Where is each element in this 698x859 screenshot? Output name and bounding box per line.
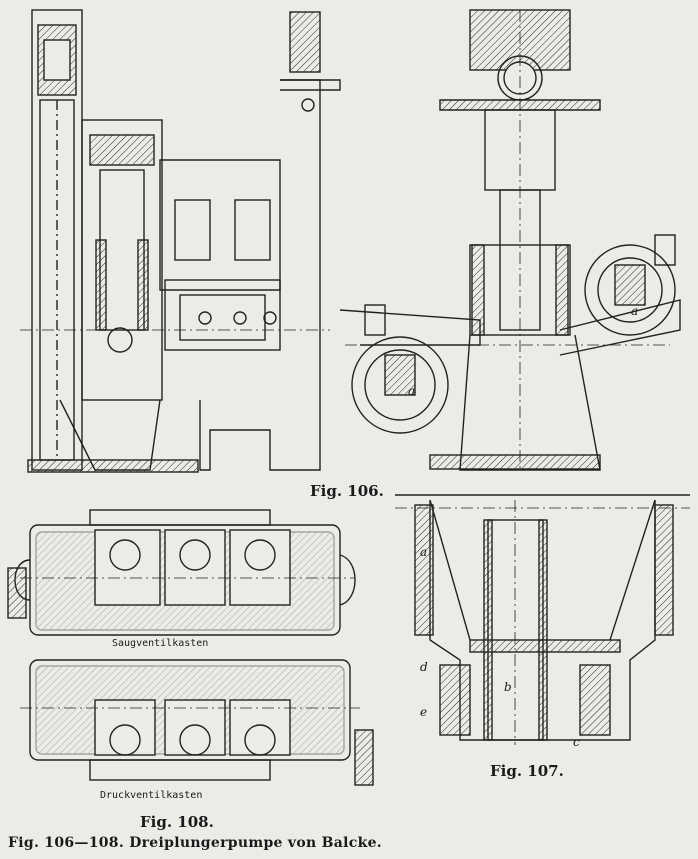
fig107-label: Fig. 107.	[490, 762, 564, 780]
fig106-label: Fig. 106.	[310, 482, 384, 500]
letter-a-right: a	[631, 304, 639, 318]
fig106-side-section	[20, 9, 341, 473]
fig108-saug-valve-box	[7, 509, 356, 636]
letter-c-fig107: c	[573, 735, 580, 749]
caption: Fig. 106—108. Dreiplungerpumpe von Balck…	[8, 835, 382, 851]
fig107-section	[395, 494, 690, 745]
fig108-druck-valve-box	[20, 659, 374, 786]
letter-d-fig107: d	[420, 660, 428, 674]
letter-a-left: a	[408, 384, 416, 398]
letter-a-fig107: a	[420, 545, 428, 559]
saug-label: Saugventilkasten	[112, 638, 209, 649]
druck-label: Druckventilkasten	[100, 790, 203, 801]
fig108-label: Fig. 108.	[140, 813, 214, 831]
letter-e-fig107: e	[420, 705, 428, 719]
letter-b-fig107: b	[504, 680, 512, 694]
fig106-front-section	[339, 9, 681, 471]
